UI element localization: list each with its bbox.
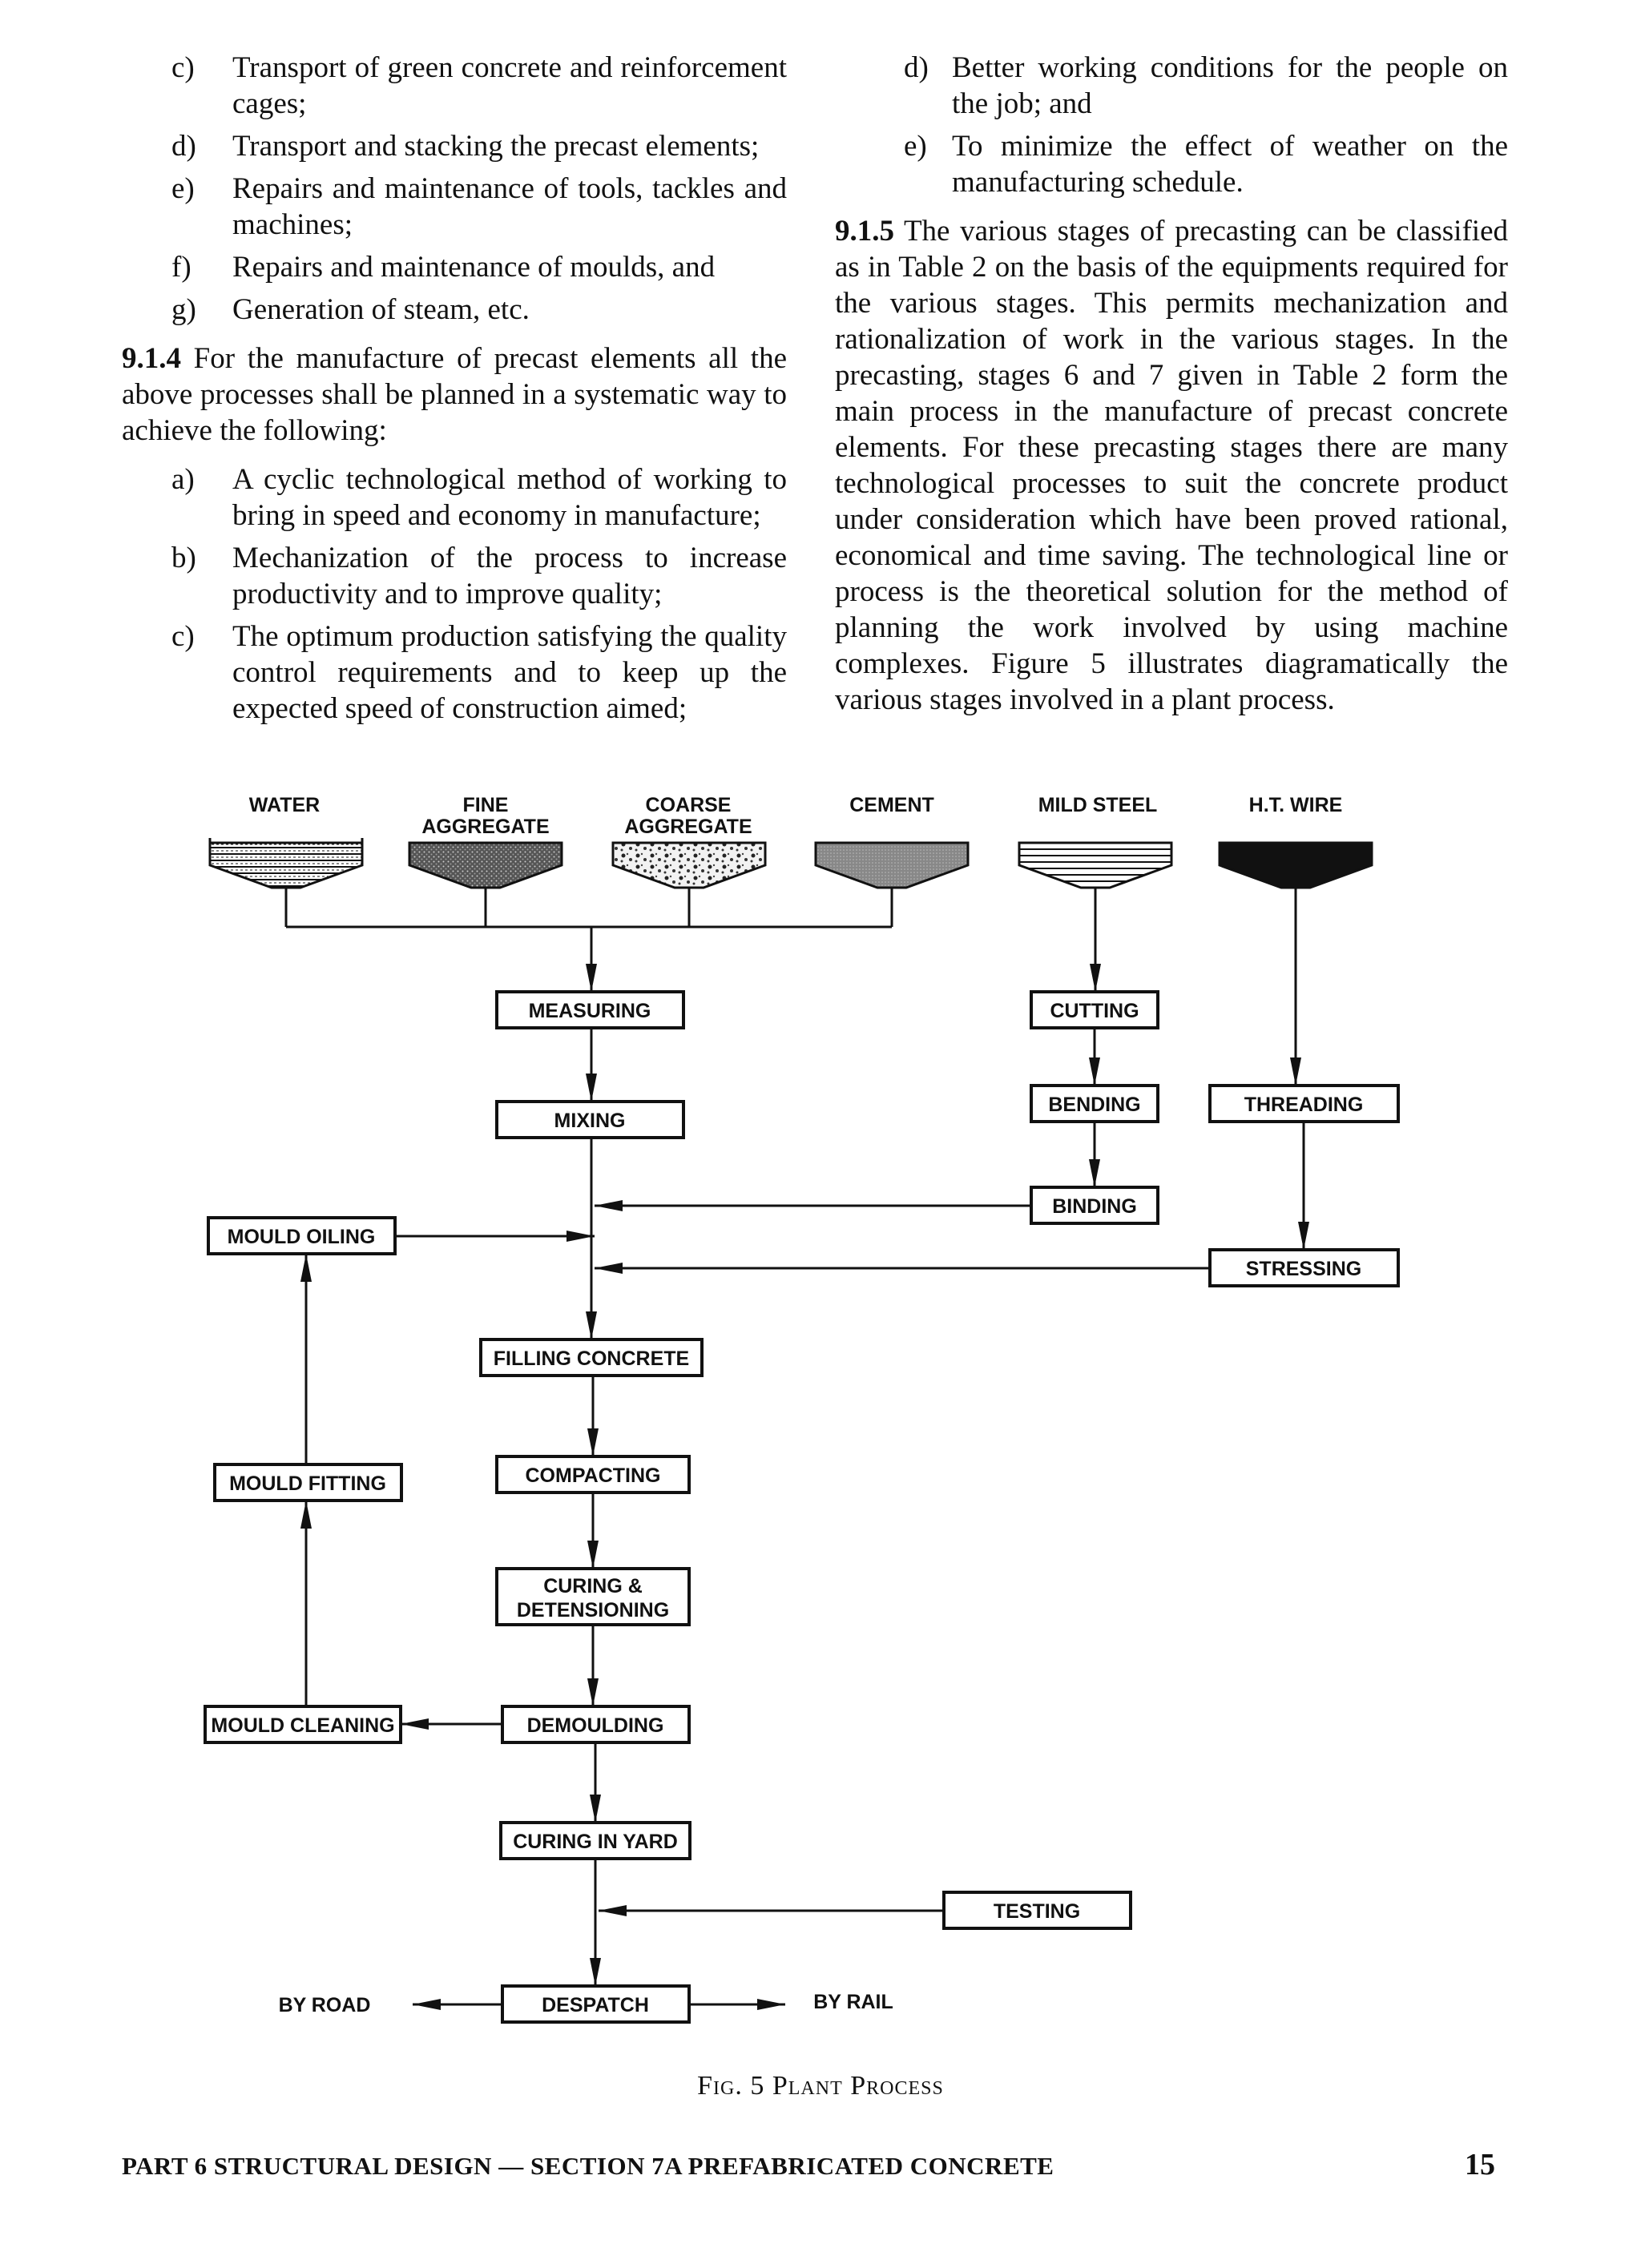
ht-wire-hopper <box>1218 841 1373 889</box>
label-curing-line2: DETENSIONING <box>517 1599 669 1621</box>
list-item: e) To minimize the effect of weather on … <box>835 128 1508 200</box>
clause-number: 9.1.5 <box>835 215 894 248</box>
label-by-road: BY ROAD <box>279 1994 371 2016</box>
list-marker: b) <box>171 542 196 574</box>
paragraph-9-1-5: 9.1.5 The various stages of precasting c… <box>835 213 1508 718</box>
label-by-rail: BY RAIL <box>813 1991 893 2013</box>
list-item-text: The optimum production satisfying the qu… <box>232 620 787 725</box>
cement-hopper <box>814 841 970 889</box>
label-ht-wire: H.T. WIRE <box>1249 794 1343 816</box>
label-fine-aggregate-line1: FINE <box>463 794 509 816</box>
water-hopper <box>208 838 364 889</box>
list-marker: d) <box>904 51 929 84</box>
list-item: e) Repairs and maintenance of tools, tac… <box>122 171 787 243</box>
list-marker: g) <box>171 293 196 326</box>
running-footer: PART 6 STRUCTURAL DESIGN — SECTION 7A PR… <box>122 2152 1054 2180</box>
label-mould-fitting: MOULD FITTING <box>229 1472 386 1495</box>
label-curing-in-yard: CURING IN YARD <box>513 1831 678 1853</box>
label-mould-cleaning: MOULD CLEANING <box>211 1714 394 1737</box>
box-measuring <box>495 990 685 1029</box>
label-stressing: STRESSING <box>1246 1258 1361 1280</box>
left-column: c) Transport of green concrete and reinf… <box>122 50 787 733</box>
coarse-aggregate-hopper <box>611 841 767 889</box>
box-testing <box>942 1891 1132 1930</box>
label-water: WATER <box>249 794 320 816</box>
box-compacting <box>495 1455 691 1494</box>
box-mixing <box>495 1100 685 1139</box>
paragraph-text: For the manufacture of precast elements … <box>122 342 787 447</box>
list-item: c) The optimum production satisfying the… <box>122 618 787 727</box>
label-bending: BENDING <box>1048 1094 1140 1116</box>
mild-steel-hopper <box>1018 841 1173 889</box>
list-marker: a) <box>171 463 195 496</box>
list-marker: e) <box>904 130 927 163</box>
figure-caption: Fig. 5 Plant Process <box>697 2071 944 2101</box>
list-item: g) Generation of steam, etc. <box>122 292 787 328</box>
label-curing-line1: CURING & <box>543 1575 643 1597</box>
label-cement: CEMENT <box>849 794 934 816</box>
label-despatch: DESPATCH <box>542 1994 649 2016</box>
label-fine-aggregate-line2: AGGREGATE <box>421 816 549 838</box>
material-connectors <box>284 888 1301 1086</box>
box-bending <box>1030 1084 1159 1123</box>
list-item-text: Better working conditions for the people… <box>952 51 1508 120</box>
list-marker: c) <box>171 620 195 653</box>
box-curing-in-yard <box>499 1821 691 1860</box>
box-binding <box>1030 1186 1159 1225</box>
clause-number: 9.1.4 <box>122 342 181 375</box>
list-item: c) Transport of green concrete and reinf… <box>122 50 787 122</box>
label-threading: THREADING <box>1244 1094 1364 1116</box>
list-item: f) Repairs and maintenance of moulds, an… <box>122 249 787 285</box>
label-compacting: COMPACTING <box>526 1464 661 1487</box>
list-item-text: Transport of green concrete and reinforc… <box>232 51 787 120</box>
list-marker: c) <box>171 51 195 84</box>
box-stressing <box>1208 1248 1400 1287</box>
label-mixing: MIXING <box>554 1110 626 1132</box>
list-item-text: Transport and stacking the precast eleme… <box>232 130 760 163</box>
box-mould-cleaning <box>204 1705 402 1744</box>
list-item: d) Transport and stacking the precast el… <box>122 128 787 164</box>
list-marker: e) <box>171 172 195 205</box>
list-item-text: A cyclic technological method of working… <box>232 463 787 532</box>
label-binding: BINDING <box>1052 1195 1137 1218</box>
list-item-text: Repairs and maintenance of tools, tackle… <box>232 172 787 241</box>
box-threading <box>1208 1084 1400 1123</box>
label-measuring: MEASURING <box>529 1000 651 1022</box>
box-filling-concrete <box>479 1338 704 1377</box>
list-item: a) A cyclic technological method of work… <box>122 461 787 534</box>
box-despatch <box>501 1984 691 2024</box>
list-marker: f) <box>171 251 192 284</box>
box-cutting <box>1030 990 1159 1029</box>
box-demoulding <box>501 1705 691 1744</box>
label-demoulding: DEMOULDING <box>527 1714 664 1737</box>
process-connectors <box>300 1028 1309 2010</box>
box-curing-detensioning <box>495 1567 691 1626</box>
label-coarse-aggregate-line2: AGGREGATE <box>624 816 752 838</box>
list-item: d) Better working conditions for the peo… <box>835 50 1508 122</box>
list-item-text: Repairs and maintenance of moulds, and <box>232 251 716 284</box>
label-cutting: CUTTING <box>1050 1000 1139 1022</box>
list-marker: d) <box>171 130 196 163</box>
list-item-text: Mechanization of the process to increase… <box>232 542 787 610</box>
list-item-text: To minimize the effect of weather on the… <box>952 130 1508 199</box>
label-testing: TESTING <box>994 1900 1080 1923</box>
list-item: b) Mechanization of the process to incre… <box>122 540 787 612</box>
label-mild-steel: MILD STEEL <box>1038 794 1158 816</box>
label-mould-oiling: MOULD OILING <box>228 1226 376 1248</box>
fine-aggregate-hopper <box>408 841 563 889</box>
paragraph-text: The various stages of precasting can be … <box>835 215 1508 716</box>
label-filling-concrete: FILLING CONCRETE <box>494 1348 689 1370</box>
box-mould-oiling <box>207 1216 397 1255</box>
label-coarse-aggregate-line1: COARSE <box>646 794 732 816</box>
paragraph-9-1-4: 9.1.4 For the manufacture of precast ele… <box>122 340 787 449</box>
box-mould-fitting <box>213 1463 403 1502</box>
right-column: d) Better working conditions for the peo… <box>835 50 1508 731</box>
list-item-text: Generation of steam, etc. <box>232 293 530 326</box>
page-number: 15 <box>1465 2148 1495 2181</box>
